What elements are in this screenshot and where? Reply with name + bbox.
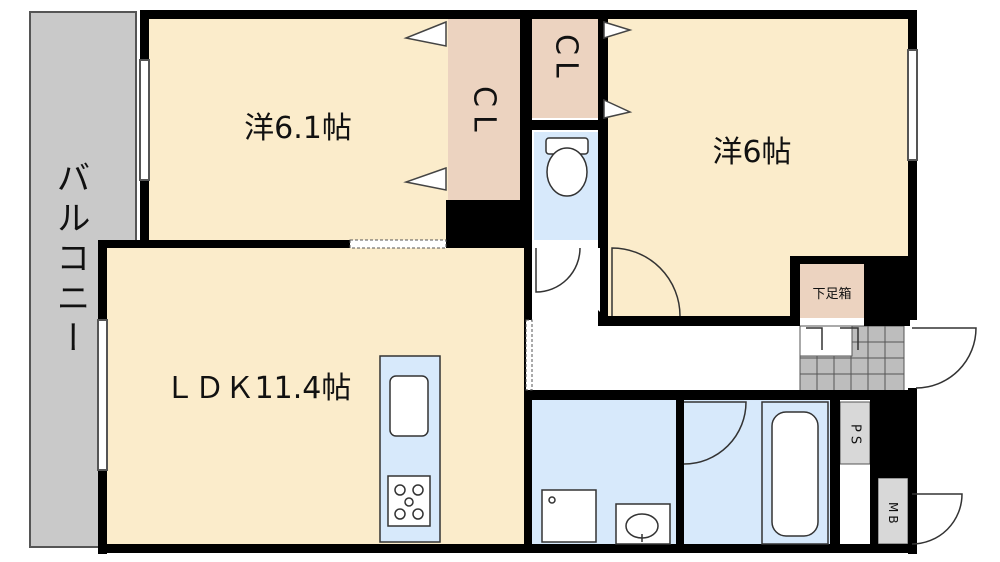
windows (97, 49, 918, 471)
closet-b (530, 18, 602, 118)
ldk-label: ＬＤＫ11.4帖 (165, 371, 352, 406)
entrance-step (799, 325, 853, 357)
western-room-a-label: 洋6.1帖 (244, 111, 352, 146)
washroom-fixtures (541, 489, 671, 545)
closet-doors (403, 20, 633, 191)
toilet-fixture (545, 137, 589, 197)
ldk-room (104, 246, 524, 546)
western-room-a (148, 18, 448, 240)
closet-b-label: CL (549, 34, 584, 84)
ps-label: PS (848, 424, 863, 448)
kitchen-counter (379, 355, 441, 543)
western-room-b-label: 洋6帖 (712, 135, 791, 170)
shoe-box-label: 下足箱 (812, 286, 851, 302)
closet-a (448, 18, 520, 200)
closet-a-label: CL (467, 86, 502, 140)
corridor (602, 322, 798, 394)
bathtub (761, 401, 829, 545)
balcony-label: バルコニー (50, 160, 90, 360)
mb-label: MB (886, 502, 900, 527)
door-swings (535, 247, 977, 545)
mb-box (877, 477, 909, 545)
shoe-box (800, 262, 864, 318)
